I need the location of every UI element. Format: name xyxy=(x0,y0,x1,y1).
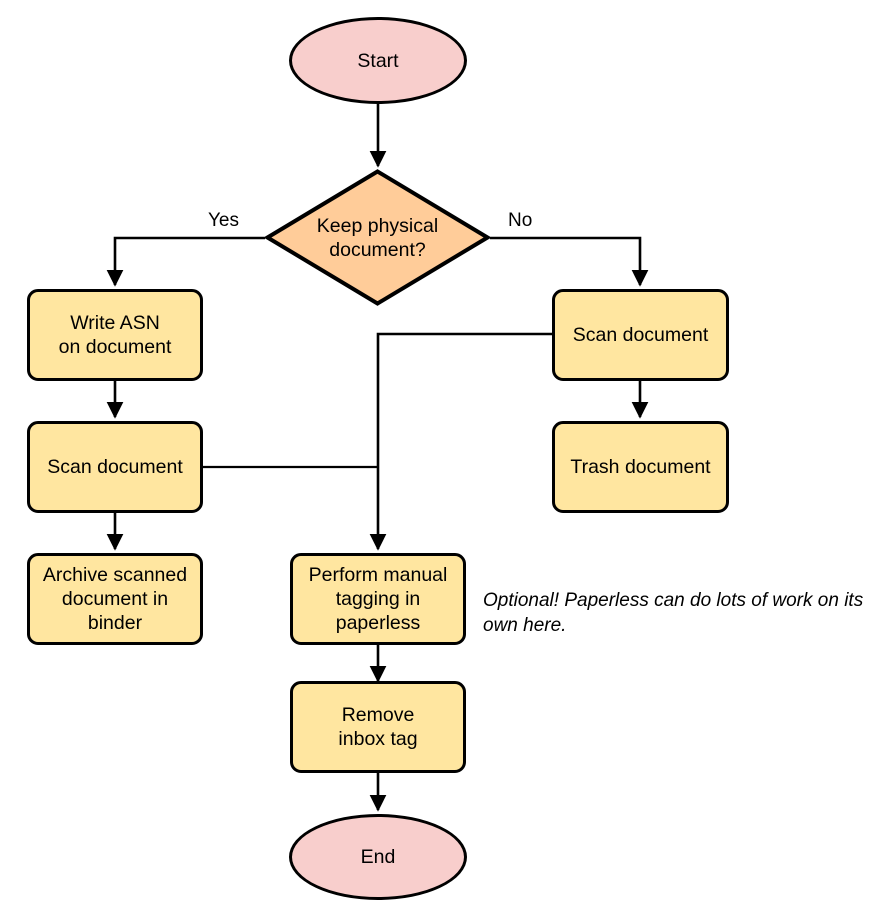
node-manual-tagging[interactable]: Perform manual tagging in paperless xyxy=(290,553,466,645)
node-keep-physical-document[interactable]: Keep physical document? xyxy=(265,169,490,306)
node-scan-document-right[interactable]: Scan document xyxy=(552,289,729,381)
node-trash-document[interactable]: Trash document xyxy=(552,421,729,513)
node-archive-in-binder-label: Archive scanned document in binder xyxy=(42,564,188,634)
node-end[interactable]: End xyxy=(289,814,467,900)
node-scan-document-left[interactable]: Scan document xyxy=(27,421,203,513)
edge-decision-no-to-scan-right xyxy=(490,236,649,287)
node-write-asn[interactable]: Write ASN on document xyxy=(27,289,203,381)
node-remove-inbox-tag-label: Remove inbox tag xyxy=(338,704,418,750)
diamond-shape xyxy=(265,169,490,306)
node-scan-document-left-label: Scan document xyxy=(47,456,183,478)
edge-scan-right-to-manual-tagging xyxy=(369,332,552,551)
node-keep-physical-document-label: Keep physical document? xyxy=(316,214,439,261)
node-remove-inbox-tag[interactable]: Remove inbox tag xyxy=(290,681,466,773)
node-trash-document-label: Trash document xyxy=(570,456,711,478)
edge-label-yes: Yes xyxy=(208,210,239,231)
node-scan-document-right-label: Scan document xyxy=(572,324,709,346)
node-end-label: End xyxy=(360,846,396,868)
node-archive-in-binder[interactable]: Archive scanned document in binder xyxy=(27,553,203,645)
node-start[interactable]: Start xyxy=(289,17,467,104)
annotation-optional-note: Optional! Paperless can do lots of work … xyxy=(483,590,864,636)
node-write-asn-label: Write ASN on document xyxy=(58,312,172,358)
edge-label-no: No xyxy=(508,210,533,231)
node-manual-tagging-label: Perform manual tagging in paperless xyxy=(308,564,448,634)
node-start-label: Start xyxy=(357,49,399,72)
edge-decision-yes-to-write-asn xyxy=(106,236,265,287)
